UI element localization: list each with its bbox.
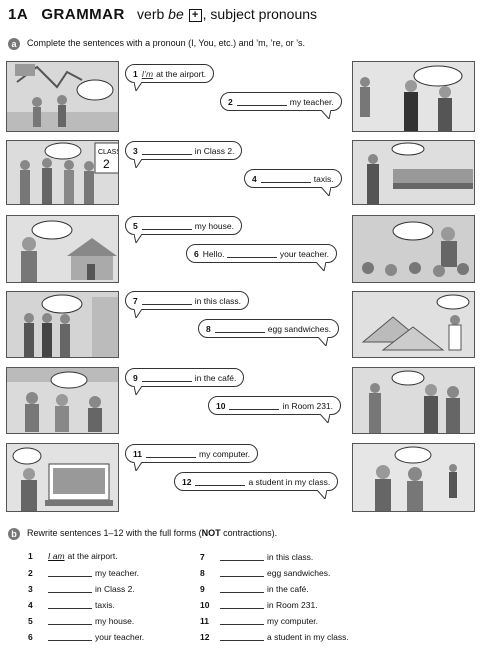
picture-teacher bbox=[352, 61, 475, 132]
topic-subtitle: verb be +, subject pronouns bbox=[137, 6, 318, 22]
answer-blank[interactable] bbox=[141, 294, 192, 305]
answer-blank[interactable] bbox=[220, 583, 264, 593]
answer-blank[interactable] bbox=[220, 631, 264, 641]
picture-taxis bbox=[352, 140, 475, 205]
picture-airport bbox=[6, 61, 119, 132]
answer-blank[interactable] bbox=[48, 615, 92, 625]
picture-room-231 bbox=[352, 367, 475, 434]
answer-blank[interactable] bbox=[48, 599, 92, 609]
answer-blank[interactable] bbox=[48, 567, 92, 577]
answer-blank[interactable] bbox=[214, 322, 265, 333]
answer-blank[interactable] bbox=[141, 219, 192, 230]
answer-blank[interactable] bbox=[229, 399, 280, 410]
sign-class-text: CLASS bbox=[98, 149, 119, 156]
picture-cafe bbox=[6, 367, 119, 434]
answer-blank[interactable] bbox=[220, 599, 264, 609]
answer-blank[interactable] bbox=[48, 631, 92, 641]
answer-blank[interactable] bbox=[141, 371, 192, 382]
example-answer: I am bbox=[48, 551, 65, 561]
unit-number: 1A bbox=[8, 6, 29, 23]
picture-house bbox=[6, 215, 119, 283]
answer-blank[interactable] bbox=[141, 144, 192, 155]
page-title: 1A GRAMMAR verb be +, subject pronouns bbox=[8, 6, 317, 23]
picture-this-class bbox=[6, 291, 119, 358]
answer-blank[interactable] bbox=[226, 247, 277, 258]
answer-blank[interactable] bbox=[220, 551, 264, 561]
example-answer: I’m bbox=[141, 69, 154, 79]
plus-box-icon: + bbox=[188, 9, 202, 22]
sign-class-number: 2 bbox=[103, 157, 110, 171]
exercise-b-badge: b bbox=[8, 528, 20, 540]
answer-blank[interactable] bbox=[220, 615, 264, 625]
section-title: GRAMMAR bbox=[41, 6, 125, 23]
exercise-a-badge: a bbox=[8, 38, 20, 50]
picture-computer bbox=[6, 443, 119, 512]
answer-blank[interactable] bbox=[48, 583, 92, 593]
answer-blank[interactable] bbox=[146, 447, 196, 458]
answer-blank[interactable] bbox=[195, 475, 246, 486]
picture-your-teacher bbox=[352, 215, 475, 283]
picture-student bbox=[352, 443, 475, 512]
picture-sandwiches bbox=[352, 291, 475, 358]
answer-blank[interactable] bbox=[236, 95, 287, 106]
answer-blank[interactable] bbox=[260, 172, 311, 183]
answer-blank[interactable] bbox=[220, 567, 264, 577]
